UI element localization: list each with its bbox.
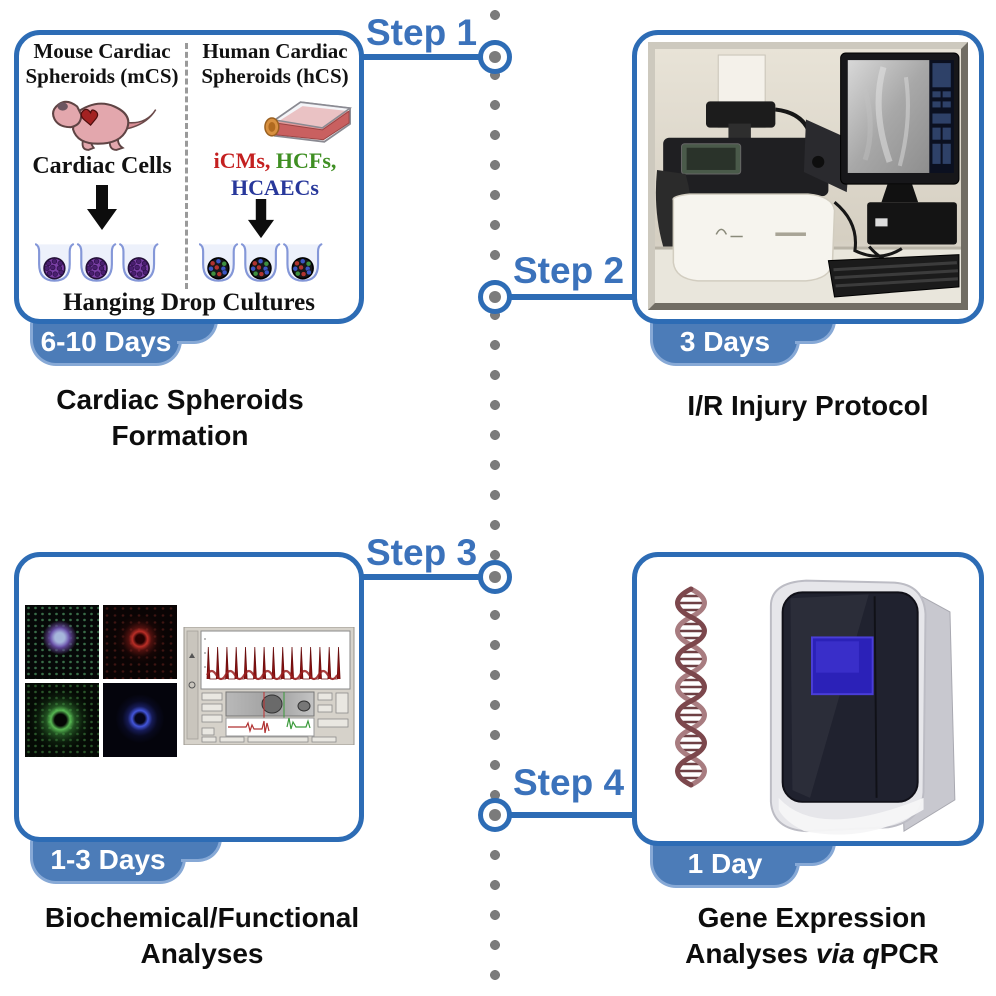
mouse-heading-line2: Spheroids (mCS) bbox=[25, 64, 179, 88]
step2-marker bbox=[478, 280, 512, 314]
human-heading-line2: Spheroids (hCS) bbox=[201, 64, 349, 88]
injury-caption: I/R Injury Protocol bbox=[687, 390, 929, 421]
qpcr-caption-line2-italic: via q bbox=[815, 938, 880, 969]
human-heading-line1: Human Cardiac bbox=[202, 39, 348, 63]
hanging-drop-wells-mouse bbox=[35, 241, 159, 284]
fluorescence-image-blue bbox=[103, 683, 177, 757]
analyses-duration-badge: 1-3 Days bbox=[30, 838, 222, 884]
contractility-software-screenshot bbox=[183, 627, 355, 745]
fluorescence-image-merged bbox=[25, 605, 99, 679]
step3-label: Step 3 bbox=[366, 532, 478, 573]
dashed-divider bbox=[185, 43, 188, 289]
timeline-dotted-line bbox=[489, 0, 501, 996]
qpcr-caption-line2-post: PCR bbox=[879, 938, 939, 969]
panel-biochemical-functional bbox=[14, 552, 364, 842]
step3-marker bbox=[478, 560, 512, 594]
step4-label: Step 4 bbox=[513, 762, 625, 803]
cardiac-cells-label: Cardiac Cells bbox=[32, 153, 172, 179]
step4-marker bbox=[478, 798, 512, 832]
culture-flask-icon bbox=[264, 101, 353, 143]
connector-step4 bbox=[509, 812, 639, 818]
hanging-drop-wells-human bbox=[199, 241, 323, 284]
formation-caption-line1: Cardiac Spheroids bbox=[56, 384, 304, 415]
step2-marker-dot bbox=[489, 291, 501, 303]
panel-cardiac-spheroids-formation: Mouse Cardiac Spheroids (mCS) Human Card… bbox=[14, 30, 364, 324]
mouse-heading-line1: Mouse Cardiac bbox=[33, 39, 171, 63]
analyses-caption-line2: Analyses bbox=[140, 938, 264, 969]
formation-caption-line2: Formation bbox=[111, 420, 249, 451]
qpcr-machine-icon bbox=[769, 579, 956, 835]
mouse-icon bbox=[52, 100, 157, 151]
formation-caption: Cardiac Spheroids Formation bbox=[0, 382, 360, 454]
formation-duration-badge: 6-10 Days bbox=[30, 320, 218, 366]
hanging-drop-label: Hanging Drop Cultures bbox=[63, 289, 315, 316]
step1-label: Step 1 bbox=[366, 12, 478, 53]
step3-marker-dot bbox=[489, 571, 501, 583]
human-spheroids-heading: Human Cardiac Spheroids (hCS) bbox=[191, 39, 359, 89]
connector-step3 bbox=[358, 574, 482, 580]
qpcr-caption: Gene Expression Analyses via qPCR bbox=[636, 900, 988, 972]
step1-marker bbox=[478, 40, 512, 74]
down-arrow-icon bbox=[87, 185, 117, 230]
down-arrow-icon bbox=[247, 199, 275, 239]
qpcr-duration-badge: 1 Day bbox=[650, 842, 836, 888]
cell-types-label: iCMs, HCFs, HCAECs bbox=[191, 147, 359, 201]
analyses-caption: Biochemical/Functional Analyses bbox=[10, 900, 394, 972]
analyses-caption-line1: Biochemical/Functional bbox=[44, 902, 360, 933]
step2-label: Step 2 bbox=[513, 250, 625, 291]
workstation-photo-art bbox=[655, 49, 961, 303]
qpcr-caption-line2-pre: Analyses bbox=[685, 938, 816, 969]
step4-marker-dot bbox=[489, 809, 501, 821]
dna-helix-icon bbox=[675, 586, 707, 788]
fluorescence-image-green bbox=[25, 683, 99, 757]
connector-step2 bbox=[509, 294, 637, 300]
icms-label: iCMs, bbox=[213, 148, 271, 173]
microscope-workstation-photo bbox=[648, 42, 968, 310]
mouse-spheroids-heading: Mouse Cardiac Spheroids (mCS) bbox=[19, 39, 185, 89]
hcfs-label: HCFs, bbox=[275, 148, 337, 173]
step1-marker-dot bbox=[489, 51, 501, 63]
injury-duration-badge: 3 Days bbox=[650, 320, 836, 366]
panel-ir-injury bbox=[632, 30, 984, 324]
panel-gene-expression bbox=[632, 552, 984, 846]
hcaecs-label: HCAECs bbox=[230, 175, 319, 200]
qpcr-caption-line1: Gene Expression bbox=[697, 902, 927, 933]
fluorescence-image-red bbox=[103, 605, 177, 679]
connector-step1 bbox=[358, 54, 482, 60]
